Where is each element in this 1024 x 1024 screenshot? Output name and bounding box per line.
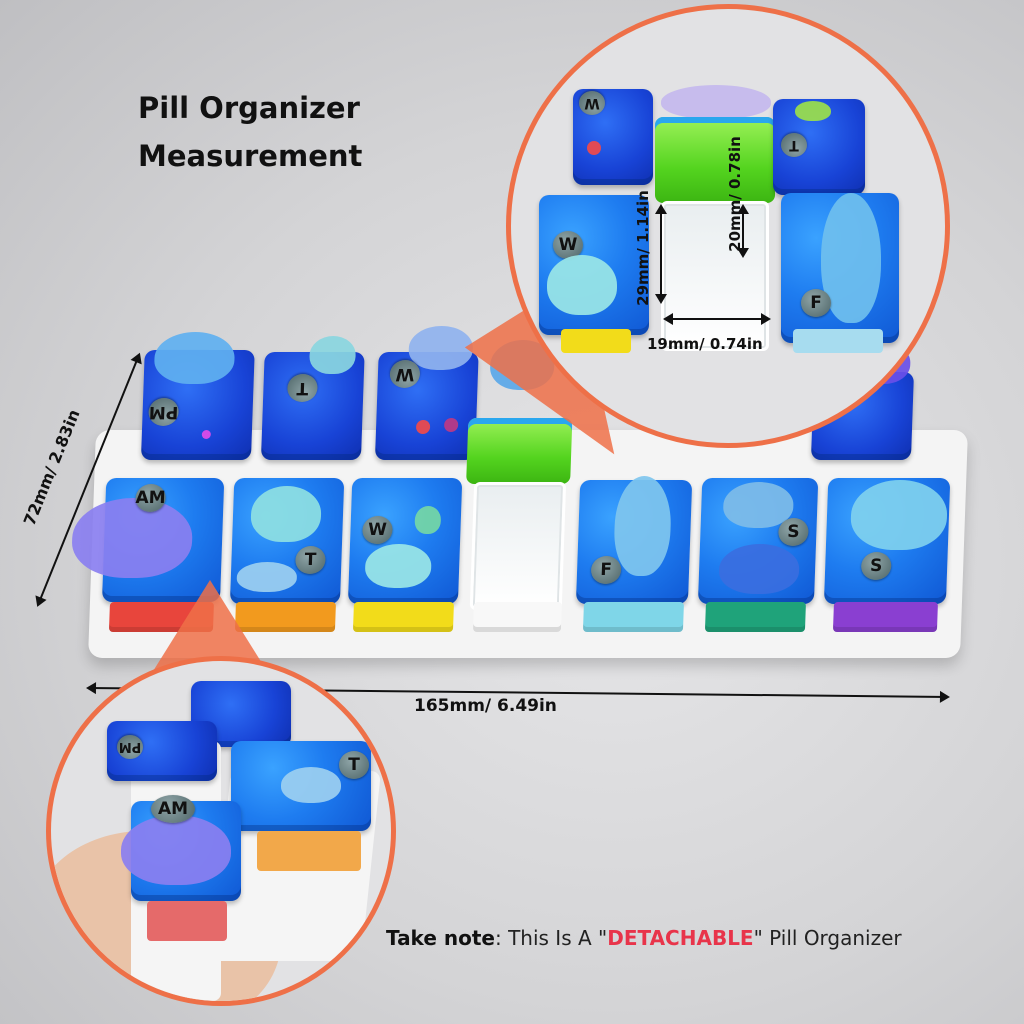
turtle-figure bbox=[415, 420, 431, 434]
compartment-closeup-callout: W T W F 29mm/ 1.14in 20mm/ 0.78in 19mm/ … bbox=[506, 4, 950, 448]
bubble-decoration bbox=[201, 430, 211, 439]
stingray-figure bbox=[308, 336, 357, 374]
letter-bead: T bbox=[286, 374, 318, 402]
letter-bead: AM bbox=[135, 484, 167, 512]
detached-lid-pm: PM bbox=[107, 721, 217, 781]
whale-tail-figure bbox=[661, 85, 771, 119]
lid-back-3: W bbox=[374, 326, 479, 460]
narwhal-figure bbox=[547, 255, 617, 315]
closeup-lid-t: T bbox=[773, 99, 865, 195]
closeup-drawer-yellow bbox=[561, 329, 631, 353]
compartment-width-label: 19mm/ 0.74in bbox=[647, 335, 763, 353]
depth-arrow bbox=[660, 206, 662, 302]
turtle-figure bbox=[795, 101, 831, 121]
title-line-2: Measurement bbox=[138, 139, 363, 173]
closeup-green-lid bbox=[655, 117, 775, 203]
letter-bead: PM bbox=[148, 398, 180, 426]
lid-back-1: PM bbox=[140, 332, 255, 460]
lid-front-3[interactable]: W bbox=[347, 478, 463, 604]
letter-bead: PM bbox=[117, 735, 143, 759]
fish-figure bbox=[153, 332, 236, 384]
detached-drawer-orange bbox=[257, 831, 361, 871]
ghost-figure bbox=[250, 486, 323, 542]
stingray-figure bbox=[70, 498, 194, 578]
drawer-light-blue bbox=[582, 602, 684, 632]
note-separator: : This Is A " bbox=[494, 926, 608, 950]
closeup-lid-w-front: W bbox=[539, 195, 649, 335]
letter-bead: F bbox=[590, 556, 622, 584]
open-compartment[interactable] bbox=[469, 482, 567, 610]
letter-bead: W bbox=[389, 360, 421, 388]
page-title: Pill Organizer Measurement bbox=[138, 84, 362, 180]
wave-figure bbox=[408, 326, 474, 370]
letter-bead: W bbox=[553, 231, 583, 259]
turtle-figure bbox=[443, 418, 459, 432]
letter-bead: S bbox=[777, 518, 809, 546]
letter-bead: T bbox=[781, 133, 807, 157]
coral-figure bbox=[718, 544, 800, 594]
letter-bead: F bbox=[801, 289, 831, 317]
detachable-note: Take note: This Is A "DETACHABLE" Pill O… bbox=[386, 926, 902, 950]
width-label: 165mm/ 6.49in bbox=[414, 696, 557, 716]
letter-bead: W bbox=[579, 91, 605, 115]
lid-front-7[interactable]: S bbox=[823, 478, 951, 604]
lid-front-6[interactable]: S bbox=[697, 478, 819, 604]
closeup-drawer-blue bbox=[793, 329, 883, 353]
drawer-white bbox=[472, 602, 562, 632]
letter-bead: W bbox=[362, 516, 393, 544]
fish-figure bbox=[849, 480, 949, 550]
drawer-purple bbox=[832, 602, 938, 632]
closeup-lid-f: F bbox=[781, 193, 899, 343]
title-line-1: Pill Organizer bbox=[138, 91, 360, 125]
letter-bead: T bbox=[339, 751, 369, 779]
narwhal-figure bbox=[364, 544, 432, 588]
drawer-green bbox=[704, 602, 806, 632]
note-suffix: " Pill Organizer bbox=[753, 926, 902, 950]
compartment-height-label: 20mm/ 0.78in bbox=[725, 136, 744, 252]
detached-lid-front-t: T bbox=[231, 741, 371, 831]
detached-lid-am: AM bbox=[121, 795, 241, 901]
turtle-figure bbox=[587, 141, 601, 155]
stingray-figure bbox=[121, 815, 231, 885]
closeup-empty-compartment bbox=[661, 201, 769, 351]
letter-bead: AM bbox=[151, 795, 195, 823]
drawer-yellow bbox=[352, 602, 454, 632]
detached-drawer-red bbox=[147, 901, 227, 941]
detached-compartment-callout: T PM AM bbox=[46, 656, 396, 1006]
note-prefix: Take note bbox=[386, 926, 495, 950]
note-highlight: DETACHABLE bbox=[607, 926, 754, 950]
seahorse-figure bbox=[821, 193, 881, 323]
lid-back-2: T bbox=[260, 336, 365, 460]
shell-figure bbox=[281, 767, 341, 803]
depth-label: 29mm/ 1.14in bbox=[633, 190, 652, 306]
letter-bead: S bbox=[860, 552, 892, 580]
seahorse-figure bbox=[612, 476, 673, 576]
lid-front-5[interactable]: F bbox=[575, 476, 693, 604]
jellyfish-figure bbox=[414, 506, 442, 534]
closeup-lid-w: W bbox=[573, 89, 653, 185]
compartment-width-arrow bbox=[663, 313, 771, 325]
letter-bead: T bbox=[294, 546, 326, 574]
